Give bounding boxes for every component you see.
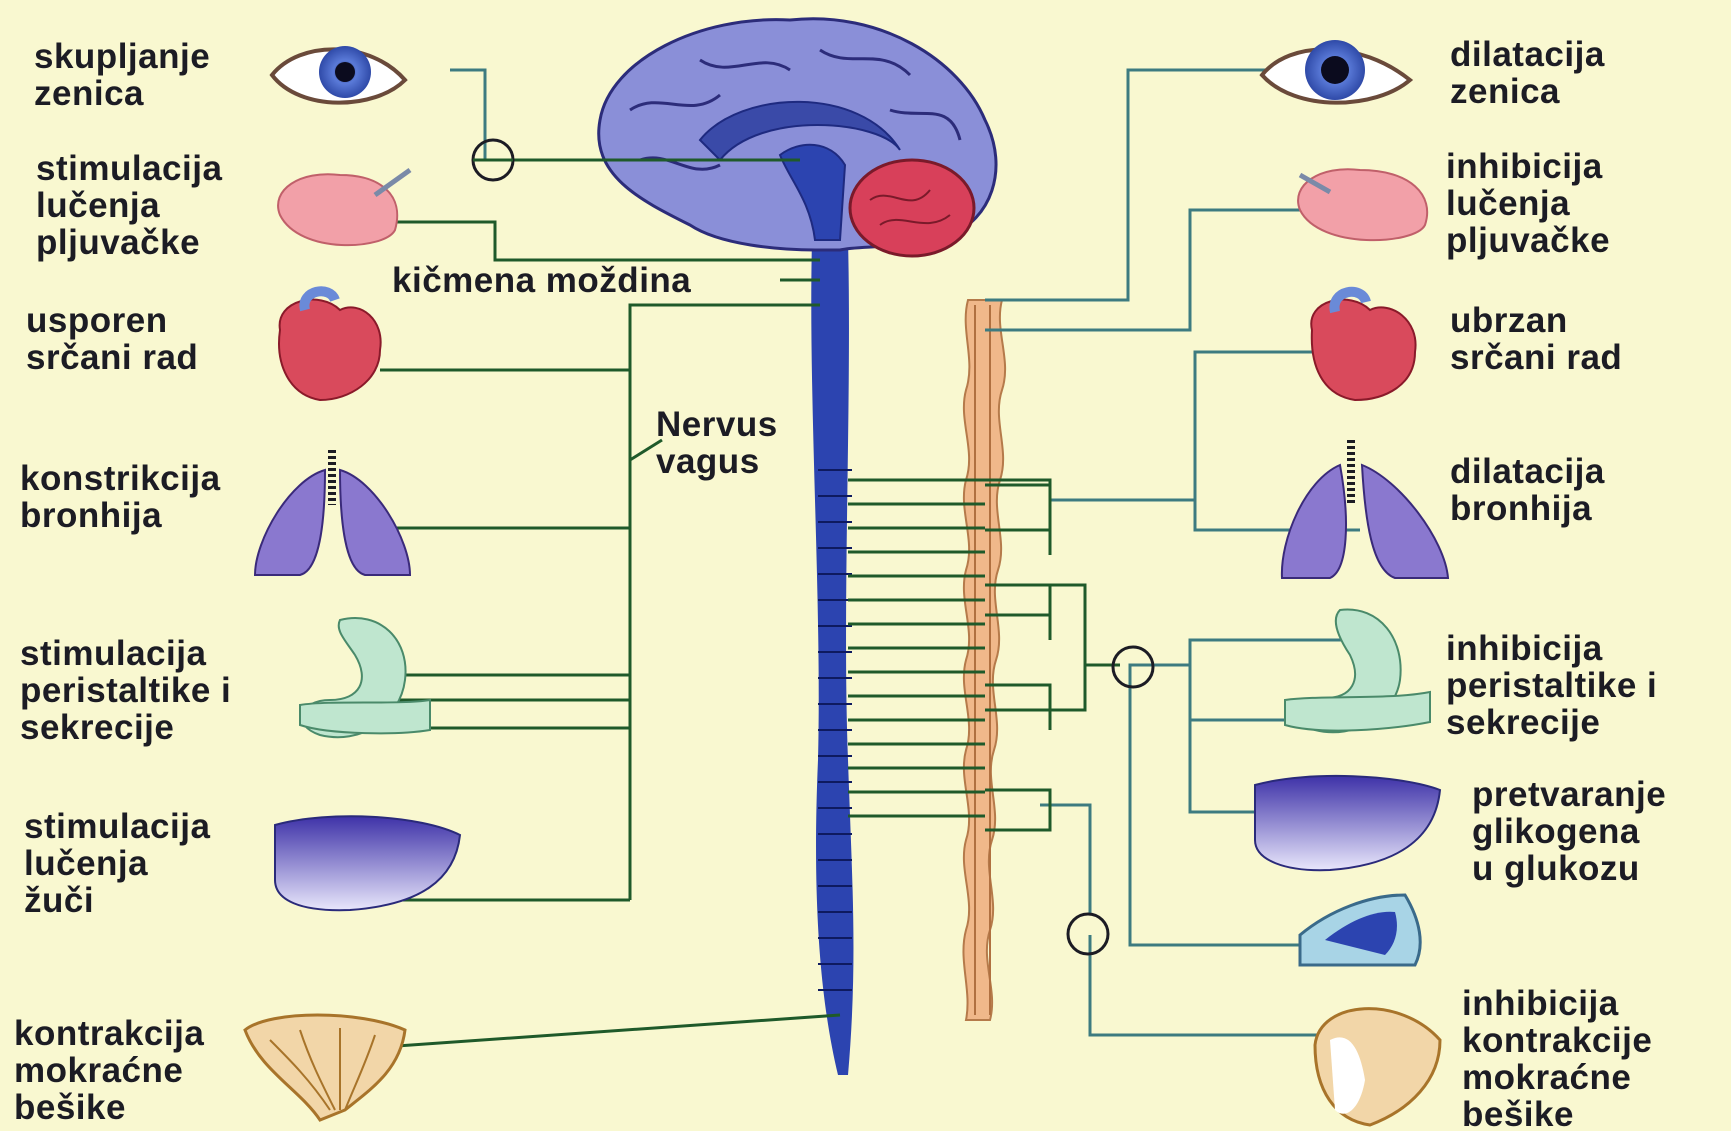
salivary-gland-icon bbox=[278, 170, 410, 245]
label-bile-stimulation: stimulacija lučenja žuči bbox=[24, 808, 210, 919]
spinal-segment-ticks bbox=[818, 470, 852, 990]
salivary-gland-icon bbox=[1298, 169, 1427, 240]
label-glycogen-conversion: pretvaranje glikogena u glukozu bbox=[1472, 776, 1666, 887]
sympathetic-chain bbox=[963, 300, 1005, 1020]
spinal-cord bbox=[811, 240, 853, 1075]
label-bronchi-dilation: dilatacija bronhija bbox=[1450, 453, 1605, 527]
heart-icon bbox=[1311, 292, 1415, 400]
eye-icon bbox=[1262, 40, 1410, 103]
chain-brackets bbox=[985, 480, 1120, 830]
heart-icon bbox=[279, 291, 381, 400]
ganglion-icon bbox=[1113, 647, 1153, 687]
label-peristalsis-stimulation: stimulacija peristaltike i sekrecije bbox=[20, 635, 231, 746]
bladder-icon bbox=[1315, 1009, 1440, 1125]
liver-icon bbox=[1255, 776, 1440, 870]
label-heart-slowed: usporen srčani rad bbox=[26, 302, 198, 376]
label-nervus-vagus: Nervus vagus bbox=[656, 406, 778, 480]
adrenal-gland-icon bbox=[1300, 895, 1420, 965]
label-bronchi-constriction: konstrikcija bronhija bbox=[20, 460, 221, 534]
ganglion-icon bbox=[1068, 914, 1108, 954]
liver-icon bbox=[275, 816, 460, 910]
eye-icon bbox=[272, 46, 405, 103]
label-saliva-stimulation: stimulacija lučenja pljuvačke bbox=[36, 150, 222, 261]
cerebellum bbox=[850, 160, 974, 256]
label-bladder-contraction: kontrakcija mokraćne bešike bbox=[14, 1015, 204, 1126]
label-spinal-cord: kičmena moždina bbox=[392, 262, 691, 299]
label-saliva-inhibition: inhibicija lučenja pljuvačke bbox=[1446, 148, 1610, 259]
label-pupil-dilation: dilatacija zenica bbox=[1450, 36, 1605, 110]
label-peristalsis-inhibition: inhibicija peristaltike i sekrecije bbox=[1446, 630, 1657, 741]
lungs-icon bbox=[255, 450, 410, 575]
label-pupil-constriction: skupljanje zenica bbox=[34, 38, 210, 112]
stomach-icon bbox=[1285, 610, 1430, 733]
stomach-icon bbox=[300, 618, 430, 737]
label-bladder-inhibition: inhibicija kontrakcije mokraćne bešike bbox=[1462, 985, 1652, 1131]
lungs-icon bbox=[1282, 440, 1448, 578]
brain-icon bbox=[599, 19, 996, 256]
bladder-icon bbox=[245, 1015, 405, 1120]
label-heart-accelerated: ubrzan srčani rad bbox=[1450, 302, 1622, 376]
